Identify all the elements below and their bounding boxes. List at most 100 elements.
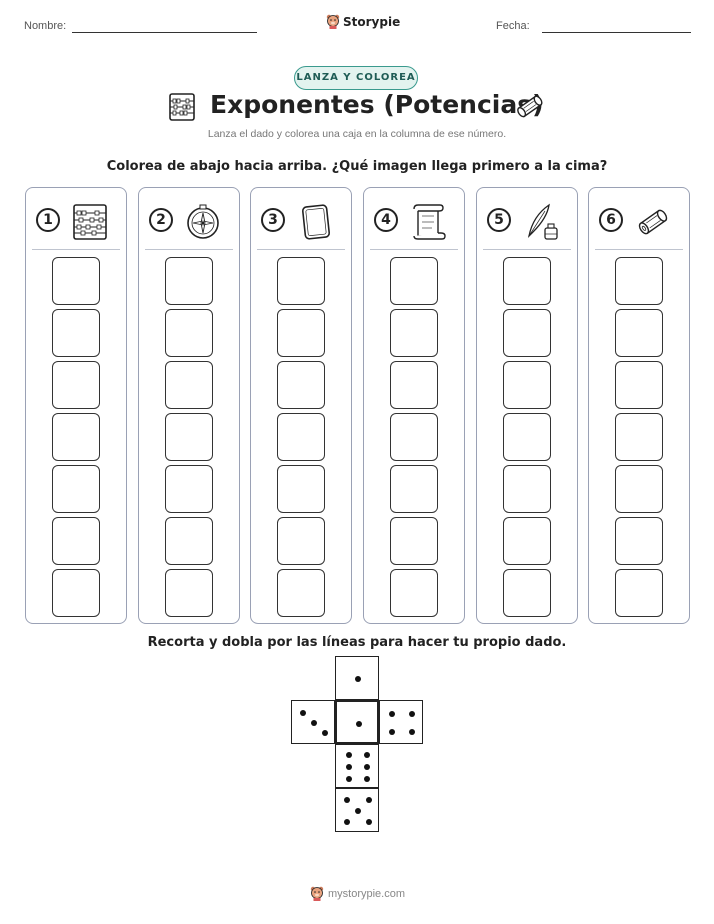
color-box[interactable]: [503, 309, 551, 357]
subtitle: Lanza el dado y colorea una caja en la c…: [207, 128, 507, 140]
die-pip: [346, 764, 353, 770]
die-pip: [355, 808, 361, 814]
color-box[interactable]: [503, 517, 551, 565]
color-box[interactable]: [390, 517, 438, 565]
column-divider: [370, 249, 458, 250]
color-box[interactable]: [503, 465, 551, 513]
die-face-3: [291, 700, 335, 744]
die-pip: [389, 711, 396, 718]
color-box[interactable]: [615, 413, 663, 461]
column-header: 5: [487, 202, 569, 240]
column-2: 2: [138, 187, 240, 624]
column-header: 2: [149, 202, 231, 240]
column-number: 4: [374, 208, 398, 232]
die-face-1: [335, 656, 379, 700]
color-box[interactable]: [165, 517, 213, 565]
color-box[interactable]: [277, 361, 325, 409]
column-5: 5: [476, 187, 578, 624]
brand-name: Storypie: [343, 14, 401, 29]
color-box[interactable]: [52, 309, 100, 357]
date-label: Fecha:: [496, 20, 530, 32]
abacus-icon: [169, 93, 195, 121]
scroll-paper-icon: [413, 204, 446, 240]
color-box[interactable]: [390, 569, 438, 617]
color-box[interactable]: [52, 517, 100, 565]
die-face-5: [335, 788, 379, 832]
color-box[interactable]: [52, 465, 100, 513]
column-4: 4: [363, 187, 465, 624]
die-pip: [389, 728, 396, 735]
color-box[interactable]: [52, 413, 100, 461]
color-box[interactable]: [503, 413, 551, 461]
column-number: 1: [36, 208, 60, 232]
die-face-6: [335, 744, 379, 788]
die-pip: [366, 819, 372, 825]
name-line[interactable]: [72, 32, 257, 33]
color-box[interactable]: [503, 257, 551, 305]
die-face-4: [379, 700, 423, 744]
color-box[interactable]: [277, 517, 325, 565]
compass-icon: [187, 204, 219, 239]
footer: mystorypie.com: [310, 886, 405, 901]
date-line[interactable]: [542, 32, 691, 33]
die-pip: [408, 728, 415, 735]
bear-icon: [310, 886, 324, 901]
rolled-scroll-icon: [638, 209, 668, 235]
color-box[interactable]: [615, 569, 663, 617]
footer-url: mystorypie.com: [328, 887, 406, 900]
color-box[interactable]: [277, 309, 325, 357]
brand-logo: Storypie: [326, 14, 400, 29]
color-box[interactable]: [615, 361, 663, 409]
color-box[interactable]: [390, 361, 438, 409]
instruction-bottom: Recorta y dobla por las líneas para hace…: [147, 635, 567, 650]
color-box[interactable]: [615, 465, 663, 513]
rolled-scroll-icon: [517, 95, 543, 118]
die-pip: [356, 721, 362, 727]
column-number: 6: [599, 208, 623, 232]
die-pip: [344, 819, 350, 825]
column-number: 5: [487, 208, 511, 232]
column-header: 4: [374, 202, 456, 240]
color-box[interactable]: [165, 309, 213, 357]
die-pip: [311, 720, 317, 726]
column-number: 2: [149, 208, 173, 232]
color-box[interactable]: [615, 257, 663, 305]
color-box[interactable]: [277, 413, 325, 461]
color-box[interactable]: [165, 569, 213, 617]
color-box[interactable]: [165, 413, 213, 461]
color-box[interactable]: [52, 257, 100, 305]
die-pip: [363, 764, 370, 770]
color-box[interactable]: [503, 569, 551, 617]
column-6: 6: [588, 187, 690, 624]
color-box[interactable]: [277, 569, 325, 617]
color-box[interactable]: [165, 257, 213, 305]
column-header: 6: [599, 202, 681, 240]
color-box[interactable]: [52, 569, 100, 617]
color-box[interactable]: [165, 361, 213, 409]
instruction-top: Colorea de abajo hacia arriba. ¿Qué imag…: [106, 159, 608, 174]
column-divider: [145, 249, 233, 250]
color-box[interactable]: [52, 361, 100, 409]
die-pip: [344, 797, 350, 803]
die-pip: [408, 711, 415, 718]
column-1: 1: [25, 187, 127, 624]
bear-icon: [326, 14, 340, 29]
column-header: 1: [36, 202, 118, 240]
color-box[interactable]: [390, 413, 438, 461]
color-box[interactable]: [503, 361, 551, 409]
color-box[interactable]: [615, 517, 663, 565]
color-box[interactable]: [390, 309, 438, 357]
column-divider: [32, 249, 120, 250]
column-divider: [257, 249, 345, 250]
color-box[interactable]: [277, 465, 325, 513]
die-pip: [322, 730, 329, 737]
die-pip: [346, 776, 353, 783]
color-box[interactable]: [615, 309, 663, 357]
slate-tablet-icon: [301, 204, 331, 240]
color-box[interactable]: [165, 465, 213, 513]
color-box[interactable]: [390, 257, 438, 305]
color-box[interactable]: [390, 465, 438, 513]
die-pip: [299, 709, 306, 716]
abacus-icon: [73, 204, 107, 240]
color-box[interactable]: [277, 257, 325, 305]
